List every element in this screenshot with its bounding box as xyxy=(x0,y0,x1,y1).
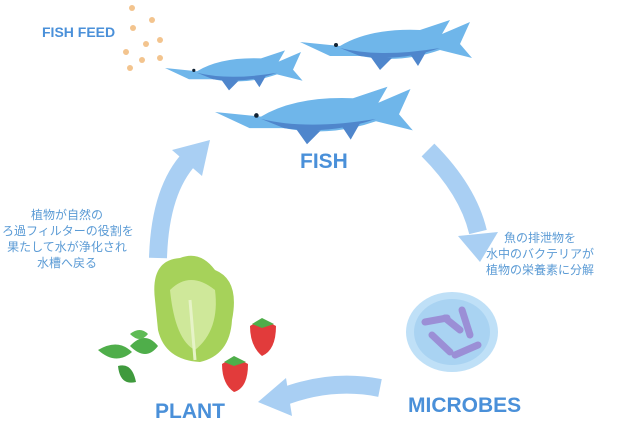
microbes-dish xyxy=(406,292,498,372)
note-line: 水槽へ戻る xyxy=(36,256,97,270)
note-line: 水中のバクテリアが xyxy=(486,247,595,261)
cycle-arrows xyxy=(149,143,487,407)
note-line: 果たして水が浄化され xyxy=(7,240,127,254)
plant-label: PLANT xyxy=(155,400,225,423)
microbes-label: MICROBES xyxy=(408,394,522,417)
fish-label: FISH xyxy=(300,150,348,173)
note-line: 魚の排泄物を xyxy=(504,231,577,245)
fish-feed-label: FISH FEED xyxy=(42,24,116,40)
microbes-description: 魚の排泄物を 水中のバクテリアが 植物の栄養素に分解 xyxy=(486,230,594,278)
plant-description: 植物が自然の ろ過フィルターの役割を 果たして水が浄化され 水槽へ戻る xyxy=(2,207,134,271)
note-line: ろ過フィルターの役割を xyxy=(2,224,134,238)
note-line: 植物が自然の xyxy=(30,208,103,222)
fish-feed-pellets xyxy=(123,5,163,71)
fish-illustration xyxy=(165,20,472,145)
note-line: 植物の栄養素に分解 xyxy=(486,263,595,277)
plant-illustration xyxy=(98,255,276,392)
